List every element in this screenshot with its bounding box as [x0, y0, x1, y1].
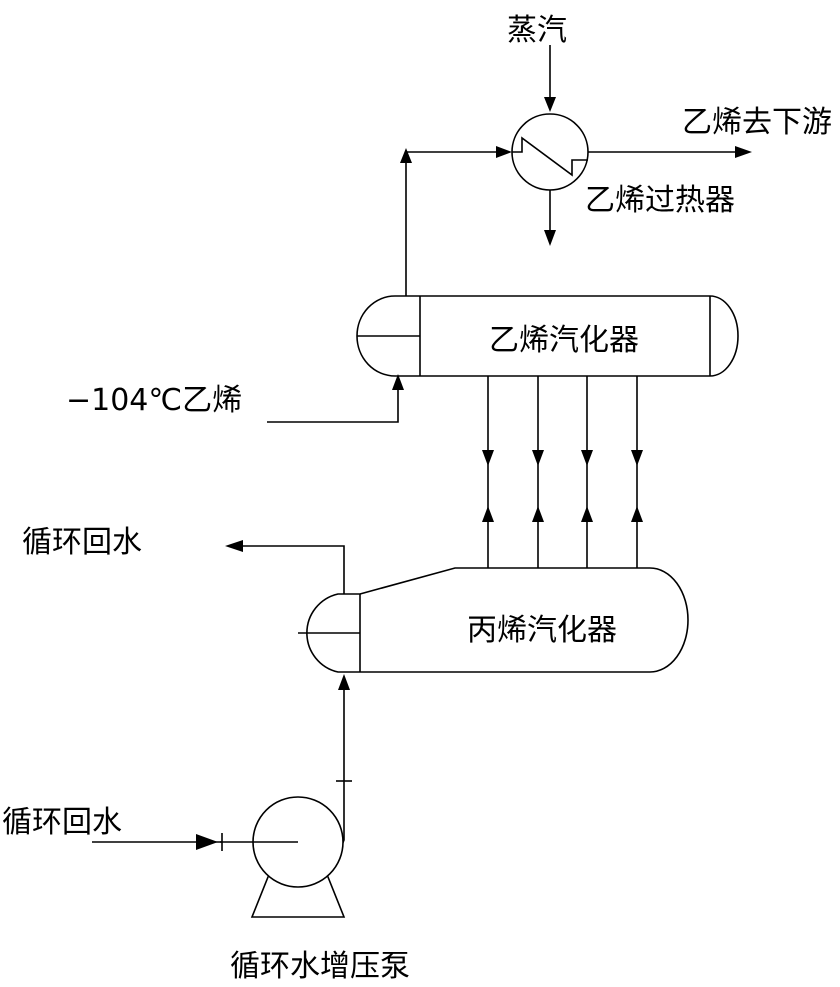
- booster-pump-label: 循环水增压泵: [230, 949, 410, 984]
- cw-return-bottom-arrow: [196, 834, 218, 850]
- overhead-up-arrow: [400, 148, 412, 163]
- interconnect-up-arrow-4: [631, 506, 643, 522]
- ethylene-feed-arrow: [392, 374, 404, 390]
- interconnect-down-arrow-1: [482, 450, 494, 466]
- ethylene-downstream-label: 乙烯去下游: [682, 105, 832, 140]
- ethylene-feed-label: −104℃乙烯: [66, 383, 242, 418]
- ethylene-vaporizer-label: 乙烯汽化器: [489, 323, 639, 358]
- interconnect-down-arrow-3: [581, 450, 593, 466]
- cw-return-top-arrow: [225, 540, 243, 552]
- interconnect-up-arrow-2: [532, 506, 544, 522]
- interconnect-down-arrow-2: [532, 450, 544, 466]
- steam-inlet-arrow: [544, 97, 556, 112]
- pump-discharge-arrow: [338, 674, 350, 690]
- interconnect-down-arrow-4: [631, 450, 643, 466]
- ethylene-downstream-arrow: [735, 146, 752, 158]
- ethylene-feed-line: [267, 378, 399, 423]
- booster-pump: [220, 796, 346, 918]
- interconnect-up-arrow-3: [581, 506, 593, 522]
- ethylene-superheater-label: 乙烯过热器: [585, 183, 735, 218]
- propylene-vaporizer: [298, 567, 689, 673]
- propylene-vaporizer-label: 丙烯汽化器: [467, 613, 617, 648]
- condensate-outlet-arrow: [544, 230, 556, 246]
- steam-label: 蒸汽: [507, 13, 567, 48]
- superheater-coil-symbol: [512, 136, 588, 177]
- cw-return-bottom-label: 循环回水: [2, 805, 122, 840]
- cw-return-top-line: [236, 545, 345, 594]
- superheater-shell: [511, 113, 589, 191]
- overhead-in-arrow: [496, 146, 512, 158]
- interconnect-up-arrow-1: [482, 506, 494, 522]
- propylene-vaporizer-shell: [306, 567, 689, 673]
- vaporizer-overhead-line: [405, 151, 504, 296]
- cw-return-top-label: 循环回水: [22, 525, 142, 560]
- ethylene-superheater: [511, 113, 589, 191]
- interconnect-lines: [482, 376, 643, 568]
- ethylene-vaporizer: [356, 295, 739, 377]
